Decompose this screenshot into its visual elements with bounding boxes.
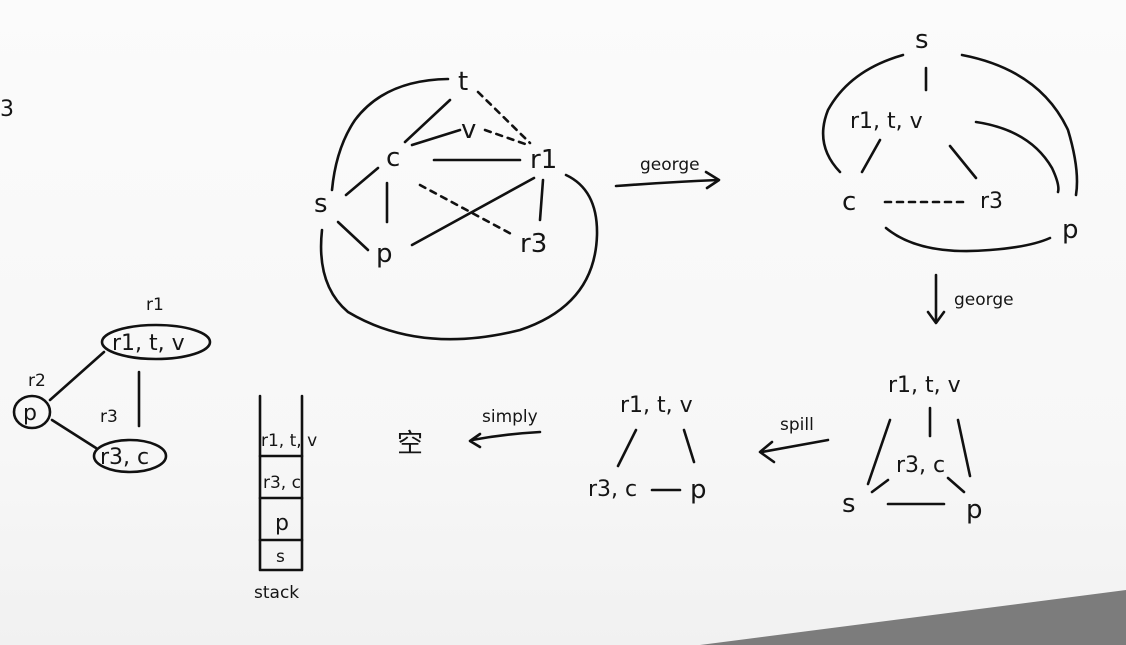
edge-r1tv-p	[974, 120, 1060, 194]
edge-s-c	[821, 53, 905, 174]
arrow-1-shaft	[614, 178, 720, 188]
node-r3c: r3, c	[896, 453, 945, 478]
node-r1tv: r1, t, v	[850, 109, 923, 134]
interference-graph-1: t v c r1 s p r3	[314, 67, 599, 341]
node-p: p	[966, 495, 983, 525]
node-r1tv: r1, t, v	[888, 373, 961, 398]
arrow-1-head	[704, 170, 721, 190]
node-r3c: r3, c	[100, 445, 149, 470]
edge-r1-p	[410, 176, 536, 247]
arrow-george-2: george	[926, 273, 1014, 325]
node-t: t	[458, 67, 468, 97]
node-c: c	[842, 187, 856, 217]
node-p: p	[690, 475, 707, 505]
stack: r1, t, v r3, c p s stack	[254, 394, 317, 603]
edge-r1-r3	[538, 178, 545, 222]
node-s: s	[915, 25, 929, 55]
node-r1tv: r1, t, v	[112, 331, 185, 356]
color-r2: r2	[28, 371, 46, 391]
arrow-simplify: simply	[468, 407, 542, 449]
stack-item-4: s	[276, 547, 285, 567]
node-p: p	[1062, 215, 1079, 245]
edge-t-s	[330, 77, 450, 192]
edge-r1tv-c	[860, 138, 882, 174]
edge-c-r3-move	[418, 183, 517, 238]
interference-graph-2: s r1, t, v c r3 p	[821, 25, 1079, 253]
margin-note: 3	[0, 97, 14, 122]
edge-s-p	[336, 220, 370, 252]
node-v: v	[461, 115, 476, 145]
paper-edge-shadow	[700, 590, 1126, 645]
edge-r1tv-s	[866, 418, 892, 486]
node-s: s	[842, 489, 856, 519]
edge-r3c-p	[946, 476, 966, 494]
color-r1: r1	[146, 295, 164, 315]
interference-graph-4: r1, t, v r3, c p	[588, 393, 707, 505]
edge-p-r3c	[50, 418, 98, 450]
coloring-result-graph: r1, t, v p r3, c r1 r2 r3	[12, 295, 212, 474]
edge-c-s	[344, 166, 380, 197]
arrow-3-head	[758, 440, 776, 464]
node-p-circle	[12, 394, 52, 430]
edge-r1tv-p	[956, 418, 972, 478]
arrow-george-1: george	[614, 155, 721, 190]
arrow-4-label: simply	[482, 407, 538, 427]
arrow-1-label: george	[640, 155, 700, 175]
node-p: p	[376, 239, 393, 269]
arrow-spill: spill	[758, 415, 830, 464]
node-r3c: r3, c	[588, 477, 637, 502]
arrow-4-shaft	[470, 430, 542, 442]
edge-r1tv-p	[682, 428, 696, 464]
node-r1tv: r1, t, v	[620, 393, 693, 418]
node-p: p	[23, 401, 37, 426]
edge-v-r1-move	[483, 128, 530, 147]
interference-graph-3: r1, t, v r3, c s p	[842, 373, 983, 525]
edge-t-r1-move	[476, 90, 532, 145]
node-r1: r1	[530, 145, 557, 175]
stack-outline	[258, 394, 304, 572]
color-r3: r3	[100, 407, 118, 427]
edge-r1tv-r3	[948, 144, 978, 180]
node-r1tv-circle	[100, 323, 212, 361]
node-c: c	[386, 143, 400, 173]
edge-s-p	[960, 53, 1079, 197]
node-s: s	[314, 189, 328, 219]
edge-r1tv-r3c	[616, 428, 638, 468]
stack-item-2: r3, c	[263, 473, 301, 493]
stack-item-3: p	[275, 511, 289, 536]
edge-s-r1-loop	[319, 173, 599, 341]
empty-graph-label: 空	[397, 429, 423, 459]
stack-item-1: r1, t, v	[261, 431, 317, 451]
edge-c-p	[884, 226, 1052, 253]
edge-v-c	[410, 128, 462, 147]
edge-r1tv-p	[48, 350, 106, 402]
node-r3c-circle	[92, 438, 168, 474]
arrow-2-head	[926, 310, 946, 325]
node-r3: r3	[980, 189, 1003, 214]
arrow-3-label: spill	[780, 415, 814, 435]
edge-t-c	[403, 98, 452, 144]
edge-r3c-s	[870, 478, 890, 494]
arrow-2-label: george	[954, 290, 1014, 310]
stack-label: stack	[254, 583, 299, 603]
arrow-3-shaft	[760, 438, 830, 454]
node-r3: r3	[520, 229, 547, 259]
arrow-4-head	[468, 432, 482, 449]
